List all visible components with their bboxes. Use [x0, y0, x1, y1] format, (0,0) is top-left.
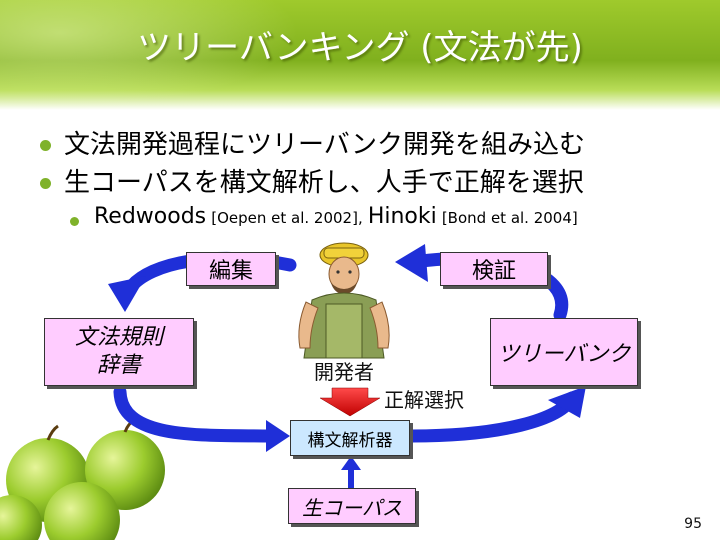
title-banner: ツリーバンキング (文法が先) [0, 0, 720, 110]
grammar-label: 文法規則 [74, 325, 163, 350]
corpus-name-redwoods: Redwoods [94, 204, 207, 229]
bullet-dot-icon [40, 140, 51, 151]
developer-label: 開発者 [314, 360, 374, 384]
correct-selection-arrow [319, 387, 381, 417]
grammar-to-parser-arrow [113, 385, 290, 452]
banner-highlight [0, 0, 300, 110]
treebank-label: ツリーバンク [497, 342, 631, 367]
grammar-lexicon-box: 文法規則 辞書 [44, 318, 194, 386]
correct-selection-label: 正解選択 [384, 388, 464, 412]
edit-label: 編集 [208, 259, 253, 284]
verify-label-box: 検証 [440, 252, 548, 286]
parser-label: 構文解析器 [307, 430, 393, 451]
sub-bullet: Redwoods [Oepen et al. 2002], Hinoki [Bo… [94, 204, 578, 229]
lexicon-label: 辞書 [96, 353, 141, 378]
treebank-box: ツリーバンク [490, 318, 638, 386]
corpus-to-parser-arrow [341, 456, 361, 488]
verify-label: 検証 [471, 259, 516, 284]
page-number: 95 [684, 516, 702, 532]
corpus-name-hinoki: Hinoki [367, 204, 437, 229]
bullet-2: 生コーパスを構文解析し、人手で正解を選択 [64, 168, 584, 198]
sub-bullet-dot-icon [70, 217, 79, 226]
raw-corpus-label: 生コーパス [302, 495, 402, 520]
citation-oepen: [Oepen et al. 2002], [211, 209, 363, 227]
bullet-1: 文法開発過程にツリーバンク開発を組み込む [64, 130, 586, 160]
slide-title: ツリーバンキング (文法が先) [137, 28, 583, 68]
developer-figure-icon [298, 242, 390, 359]
parser-box: 構文解析器 [290, 420, 410, 456]
parser-to-treebank-arrow [405, 386, 586, 443]
citation-bond: [Bond et al. 2004] [441, 209, 578, 227]
edit-label-box: 編集 [186, 252, 276, 286]
bullet-dot-icon [40, 178, 51, 189]
apples-decoration [0, 418, 165, 540]
raw-corpus-box: 生コーパス [288, 488, 416, 524]
